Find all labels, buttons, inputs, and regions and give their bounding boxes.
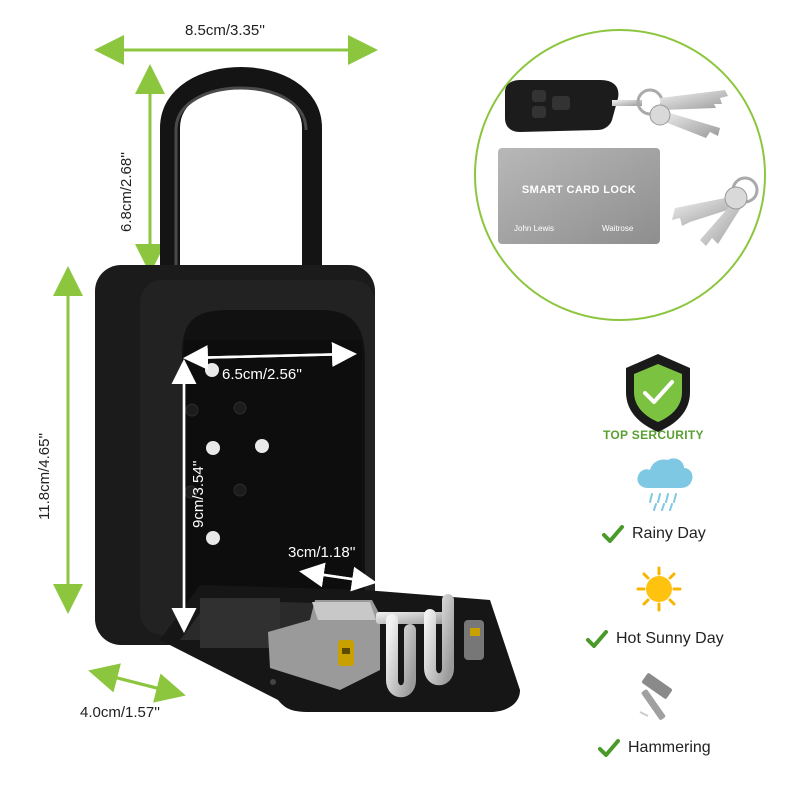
contents-inset bbox=[474, 29, 766, 321]
depth-arrow bbox=[88, 663, 186, 703]
rain-cloud-icon bbox=[637, 458, 693, 511]
checkmark-icon bbox=[602, 525, 624, 543]
depth-label: 4.0cm/1.57'' bbox=[80, 704, 160, 721]
feature-label: Rainy Day bbox=[632, 525, 706, 542]
feature-label: Hammering bbox=[628, 739, 711, 756]
key-hooks bbox=[376, 594, 484, 698]
card-brand-left: John Lewis bbox=[514, 224, 555, 233]
hook-width-arrow bbox=[299, 562, 377, 592]
body-height-label: 11.8cm/4.65'' bbox=[36, 432, 53, 520]
checkmark-icon bbox=[586, 630, 608, 648]
card-brand-right: Waitrose bbox=[602, 224, 634, 233]
car-key-fob bbox=[505, 80, 642, 132]
checkmark-icon bbox=[598, 739, 620, 757]
smart-card bbox=[498, 148, 660, 244]
hook-width-label: 3cm/1.18'' bbox=[288, 544, 356, 561]
keys-top bbox=[636, 88, 728, 138]
card-title: SMART CARD LOCK bbox=[521, 184, 637, 196]
security-badge-label: TOP SERCURITY bbox=[603, 428, 704, 442]
feature-hammering: Hammering bbox=[598, 739, 711, 757]
width-label: 8.5cm/3.35'' bbox=[185, 22, 265, 39]
keys-bottom bbox=[672, 176, 759, 246]
inner-width-label: 6.5cm/2.56'' bbox=[222, 366, 302, 383]
combination-block bbox=[268, 600, 380, 690]
shackle bbox=[160, 67, 322, 292]
feature-label: Hot Sunny Day bbox=[616, 630, 724, 647]
feature-sunny: Hot Sunny Day bbox=[586, 630, 724, 648]
hammer-icon bbox=[639, 673, 672, 720]
lockbox-body bbox=[95, 265, 375, 645]
feature-rainy: Rainy Day bbox=[602, 525, 706, 543]
shield-icon bbox=[626, 354, 690, 432]
sun-icon bbox=[636, 566, 682, 612]
inner-width-arrow bbox=[183, 341, 357, 371]
inner-height-label: 9cm/3.54'' bbox=[190, 460, 207, 528]
shackle-height-label: 6.8cm/2.68'' bbox=[118, 152, 135, 232]
